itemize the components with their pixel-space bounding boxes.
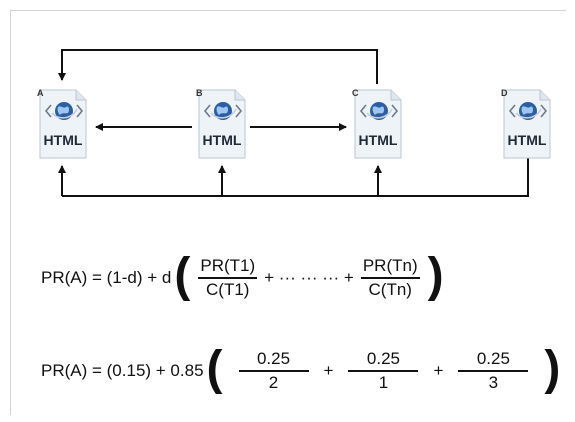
frame-top-border <box>10 10 566 11</box>
globe-icon <box>508 102 548 120</box>
plus-sign: + <box>433 361 444 380</box>
denominator: C(Tn) <box>368 279 412 299</box>
html-file-globe-icon <box>503 89 551 159</box>
numerator: PR(T1) <box>200 256 256 276</box>
numerator: 0.25 <box>256 349 291 369</box>
pagerank-example-formula: PR(A) = (0.15) + 0.85 ( 0.25 2 + 0.25 1 … <box>40 343 562 399</box>
fraction-bar <box>458 370 529 372</box>
denominator: 3 <box>488 372 499 392</box>
html-file-b: B HTML <box>195 88 249 160</box>
numerator: 0.25 <box>366 349 400 369</box>
file-label: HTML <box>202 132 242 148</box>
denominator: 2 <box>268 372 279 392</box>
file-letter: D <box>501 88 508 98</box>
file-letter: B <box>196 88 203 98</box>
plus-sign: + <box>323 361 334 380</box>
pagerank-general-formula: PR(A) = (1-d) + d ( PR(T1) C(T1) + ··· ·… <box>40 250 446 306</box>
html-file-globe-icon <box>198 89 246 159</box>
formula-lhs: PR(A) = (1-d) + d <box>41 268 172 287</box>
open-paren: ( <box>206 342 223 395</box>
ellipsis-sum: + ··· ··· ··· + <box>264 268 354 287</box>
open-paren: ( <box>174 249 191 302</box>
fraction-bar <box>238 370 309 372</box>
html-file-d: D HTML <box>500 88 554 160</box>
numerator: 0.25 <box>476 349 510 369</box>
fraction-bar <box>360 277 420 279</box>
denominator: C(T1) <box>206 279 250 299</box>
file-letter: A <box>37 88 44 98</box>
globe-icon <box>203 102 243 120</box>
html-file-globe-icon <box>39 89 87 159</box>
link-c-to-a <box>58 49 378 84</box>
globe-icon <box>44 102 84 120</box>
fraction-bar <box>348 370 419 372</box>
file-label: HTML <box>43 132 83 148</box>
link-d-bus <box>62 158 529 197</box>
formula-lhs: PR(A) = (0.15) + 0.85 <box>41 361 204 380</box>
fraction: PR(T1) C(T1) <box>198 255 258 301</box>
numerator: PR(Tn) <box>362 256 418 276</box>
html-file-c: C HTML <box>351 88 405 160</box>
fraction: 0.25 2 <box>238 348 309 394</box>
close-paren: ) <box>427 249 444 302</box>
globe-icon <box>359 102 399 120</box>
html-file-a: A HTML <box>36 88 90 160</box>
close-paren: ) <box>544 342 561 395</box>
denominator: 1 <box>378 372 389 392</box>
html-file-globe-icon <box>354 89 402 159</box>
frame-left-border <box>10 10 11 415</box>
fraction: PR(Tn) C(Tn) <box>360 255 420 301</box>
file-label: HTML <box>358 132 398 148</box>
file-letter: C <box>352 88 359 98</box>
fraction: 0.25 3 <box>458 348 529 394</box>
fraction: 0.25 1 <box>348 348 419 394</box>
fraction-bar <box>198 277 258 279</box>
file-label: HTML <box>507 132 547 148</box>
